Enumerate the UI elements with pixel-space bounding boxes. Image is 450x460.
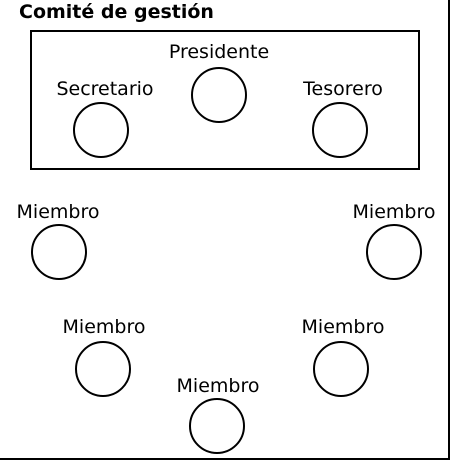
member-seat-right-lower (313, 341, 369, 397)
member-seat-left-lower (75, 341, 131, 397)
member-label-right-upper: Miembro (352, 201, 436, 223)
treasurer-label: Tesorero (303, 78, 383, 100)
treasurer-seat (312, 102, 368, 158)
diagram-title: Comité de gestión (19, 1, 214, 23)
member-label-left-lower: Miembro (62, 316, 146, 338)
president-seat (191, 67, 247, 123)
member-seat-bottom (189, 398, 245, 454)
member-seat-left-upper (31, 224, 87, 280)
president-label: Presidente (168, 41, 270, 63)
secretary-label: Secretario (56, 78, 154, 100)
secretary-seat (73, 102, 129, 158)
member-label-bottom: Miembro (176, 375, 260, 397)
member-seat-right-upper (366, 224, 422, 280)
member-label-left-upper: Miembro (16, 201, 100, 223)
member-label-right-lower: Miembro (301, 316, 385, 338)
management-committee-box (30, 30, 420, 170)
